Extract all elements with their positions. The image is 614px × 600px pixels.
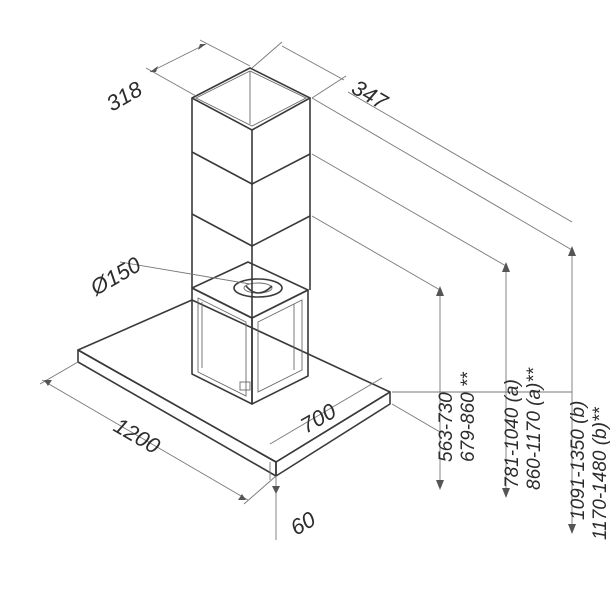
height-label-1: 563-730 xyxy=(436,392,457,462)
dimension-318-lines xyxy=(145,39,251,97)
dimension-347-lines xyxy=(251,41,347,99)
dim-60-label: 60 xyxy=(286,506,320,540)
motor-housing xyxy=(191,261,309,405)
dim-700-label: 700 xyxy=(296,398,341,438)
diameter-leader xyxy=(119,261,251,285)
height-label-6: 1170-1480 (b)** xyxy=(590,407,611,540)
dimension-1200-lines xyxy=(39,361,277,505)
height-label-3: 781-1040 (a) xyxy=(502,379,523,488)
height-extension-lines xyxy=(311,91,573,433)
dimension-700-lines xyxy=(269,377,383,445)
height-label-4: 860-1170 (a)** xyxy=(524,367,545,490)
duct-collar xyxy=(233,278,283,298)
dim-347-label: 347 xyxy=(348,75,393,115)
dim-diameter-label: Ø150 xyxy=(85,251,146,300)
height-label-2: 679-860 ** xyxy=(458,372,479,462)
canopy-plate xyxy=(77,299,391,477)
dim-1200-label: 1200 xyxy=(110,413,166,460)
dim-318-label: 318 xyxy=(102,76,147,116)
height-label-5: 1091-1350 (b) xyxy=(568,401,589,520)
chimney xyxy=(191,67,311,318)
height-dimension-bars xyxy=(436,246,576,534)
dimension-60-lines xyxy=(269,462,280,540)
